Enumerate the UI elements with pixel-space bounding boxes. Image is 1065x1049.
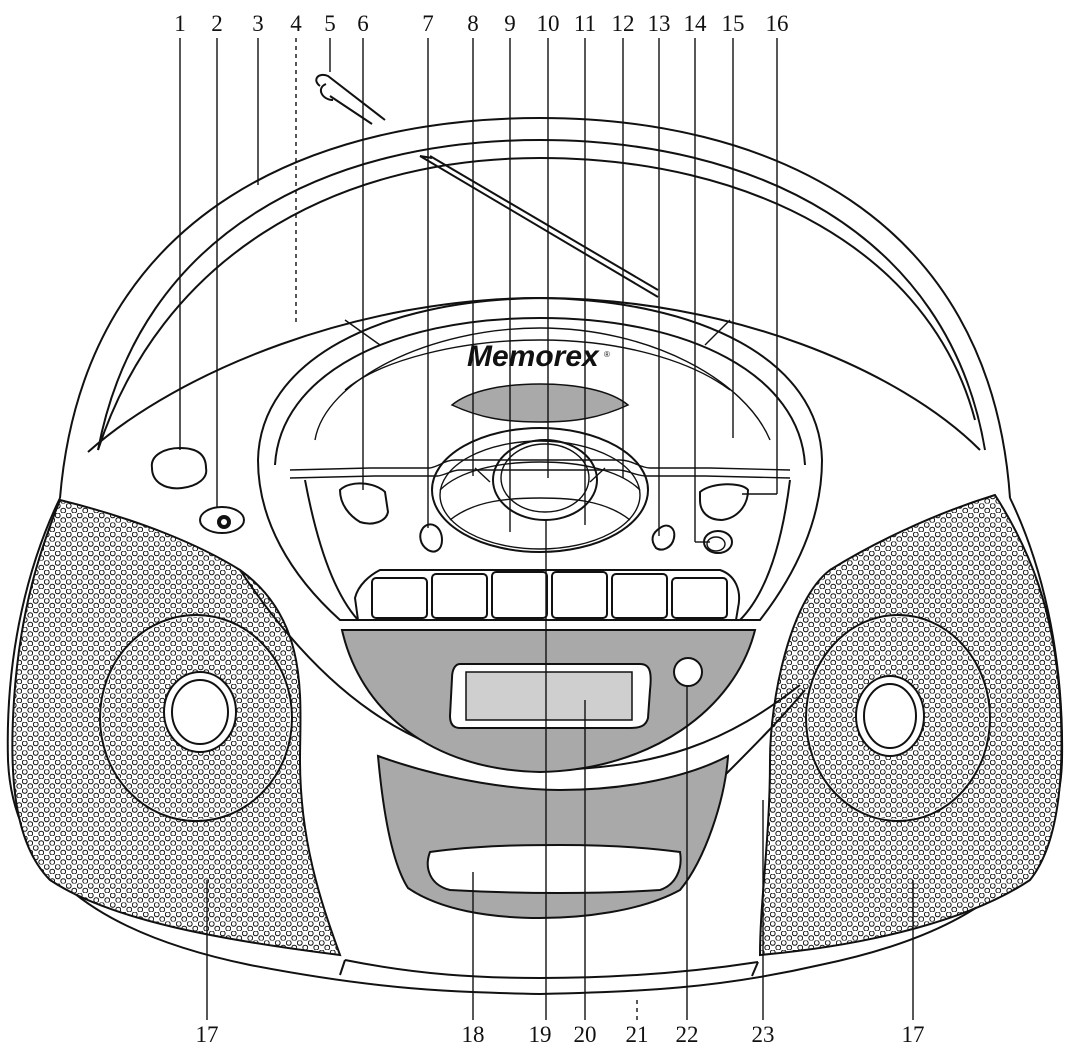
cassette-key-6[interactable] (671, 577, 728, 619)
center-button[interactable] (492, 439, 598, 521)
callout-14: 14 (684, 11, 708, 36)
small-button-13[interactable] (651, 524, 676, 551)
callout-11: 11 (574, 11, 596, 36)
callout-12: 12 (612, 11, 635, 36)
callout-18: 18 (462, 1022, 485, 1047)
control-cluster (431, 427, 649, 553)
callout-5: 5 (324, 11, 336, 36)
brand-logo: Memorex (467, 340, 600, 373)
side-button-right[interactable] (699, 483, 750, 522)
center-button-ring (500, 443, 590, 513)
small-button-14-inner (706, 536, 726, 552)
callout-7: 7 (422, 11, 434, 36)
cassette-key-5[interactable] (611, 573, 668, 619)
callout-6: 6 (357, 11, 369, 36)
small-button-7[interactable] (419, 523, 444, 553)
callout-10: 10 (537, 11, 560, 36)
callout-numbers: 1 2 3 4 5 6 7 8 9 10 11 12 13 14 15 16 1… (174, 11, 924, 1047)
control-panel (256, 296, 824, 621)
cassette-door[interactable] (376, 754, 730, 920)
callout-8: 8 (467, 11, 479, 36)
cassette-key-2[interactable] (431, 573, 488, 619)
cassette-key-3[interactable] (491, 571, 548, 619)
cassette-key-4[interactable] (551, 571, 608, 619)
callout-17-right: 17 (902, 1022, 925, 1047)
callout-2: 2 (211, 11, 223, 36)
indicator-light (673, 657, 703, 687)
callout-21: 21 (626, 1022, 649, 1047)
power-button[interactable] (150, 446, 208, 490)
callout-17-left: 17 (196, 1022, 219, 1047)
callout-3: 3 (252, 11, 264, 36)
cassette-key-1[interactable] (371, 577, 428, 619)
callout-20: 20 (574, 1022, 597, 1047)
telescopic-antenna (315, 74, 659, 298)
side-button-left[interactable] (338, 482, 390, 525)
right-speaker (758, 493, 1063, 957)
left-speaker (11, 498, 342, 957)
display-panel (340, 629, 757, 774)
callout-19: 19 (529, 1022, 552, 1047)
callout-4: 4 (290, 11, 302, 36)
headphone-jack[interactable] (199, 506, 245, 534)
callout-13: 13 (648, 11, 671, 36)
callout-9: 9 (504, 11, 516, 36)
lcd-display (465, 671, 633, 721)
callout-23: 23 (752, 1022, 775, 1047)
callout-15: 15 (722, 11, 745, 36)
registered-mark: ® (604, 350, 610, 359)
cassette-keys (353, 569, 740, 621)
callout-22: 22 (676, 1022, 699, 1047)
leader-lines (179, 38, 914, 1020)
callout-1: 1 (174, 11, 186, 36)
callout-16: 16 (766, 11, 789, 36)
